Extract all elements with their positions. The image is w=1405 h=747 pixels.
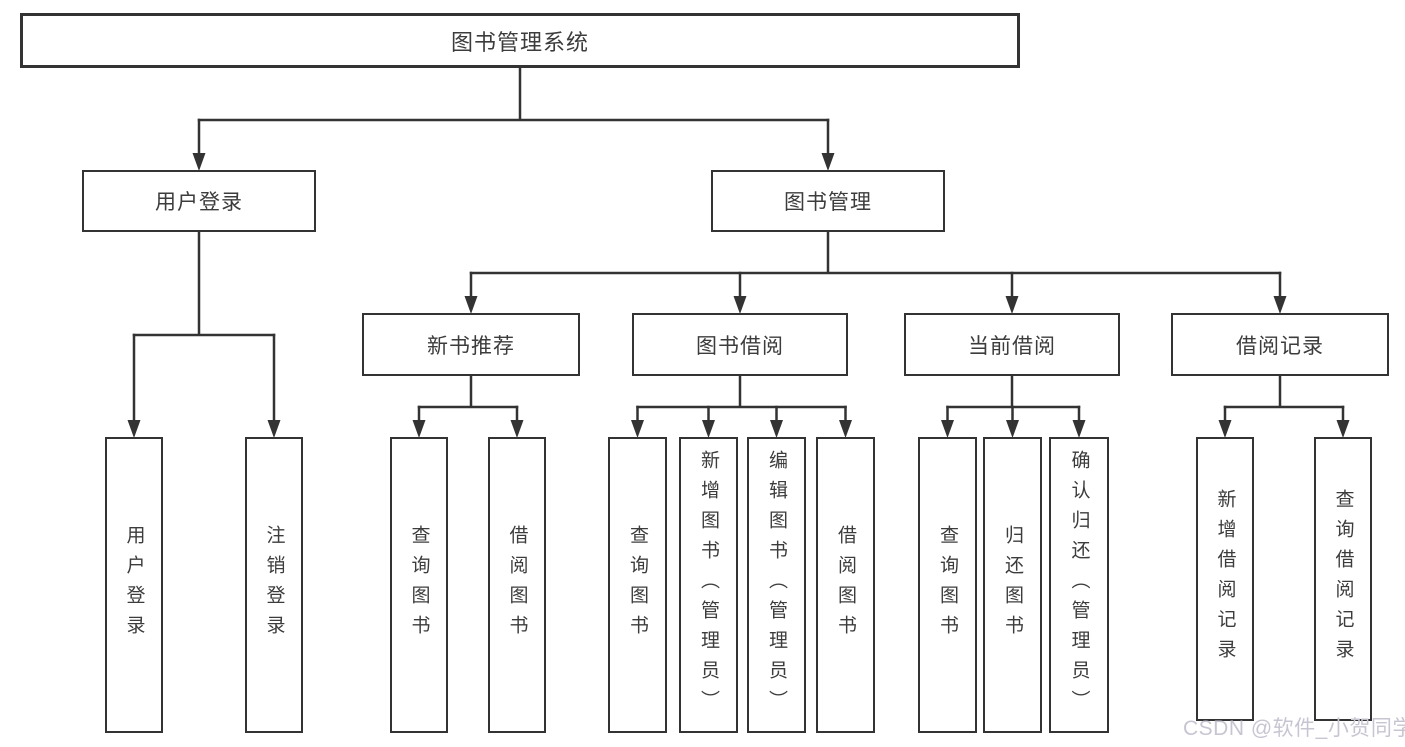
node-leaf-cb-query: 查询图书 <box>918 437 977 733</box>
node-label-leaf-br-add: 新增借阅记录 <box>1214 489 1236 669</box>
node-borrow-records: 借阅记录 <box>1171 313 1389 376</box>
node-leaf-bb-borrow: 借阅图书 <box>816 437 875 733</box>
node-label-new-book-rec: 新书推荐 <box>427 334 515 358</box>
node-leaf-bb-query: 查询图书 <box>608 437 667 733</box>
node-label-borrow-records: 借阅记录 <box>1236 334 1324 358</box>
node-leaf-nb-query: 查询图书 <box>390 437 448 733</box>
node-root: 图书管理系统 <box>20 13 1020 68</box>
node-leaf-logout: 注销登录 <box>245 437 303 733</box>
node-label-book-borrow: 图书借阅 <box>696 334 784 358</box>
node-book-borrow: 图书借阅 <box>632 313 848 376</box>
node-leaf-user-login: 用户登录 <box>105 437 163 733</box>
node-leaf-nb-borrow: 借阅图书 <box>488 437 546 733</box>
node-label-leaf-logout: 注销登录 <box>263 525 285 645</box>
node-label-leaf-cb-query: 查询图书 <box>937 525 958 645</box>
node-leaf-br-query: 查询借阅记录 <box>1314 437 1372 721</box>
node-user-login: 用户登录 <box>82 170 316 232</box>
node-current-borrow: 当前借阅 <box>904 313 1120 376</box>
node-leaf-cb-return: 归还图书 <box>983 437 1042 733</box>
node-label-leaf-cb-return: 归还图书 <box>1002 525 1023 645</box>
node-book-mgmt: 图书管理 <box>711 170 945 232</box>
node-label-user-login: 用户登录 <box>155 191 243 214</box>
node-label-leaf-br-query: 查询借阅记录 <box>1332 489 1354 669</box>
node-label-leaf-nb-query: 查询图书 <box>408 525 430 645</box>
node-label-root: 图书管理系统 <box>450 29 589 55</box>
node-leaf-bb-edit: 编辑图书（管理员） <box>747 437 806 733</box>
node-label-leaf-bb-borrow: 借阅图书 <box>835 525 856 645</box>
node-label-book-mgmt: 图书管理 <box>784 191 872 214</box>
node-label-leaf-bb-edit: 编辑图书（管理员） <box>766 450 787 720</box>
node-new-book-rec: 新书推荐 <box>362 313 580 376</box>
node-label-leaf-user-login: 用户登录 <box>123 525 145 645</box>
node-label-current-borrow: 当前借阅 <box>968 334 1056 358</box>
node-label-leaf-bb-add: 新增图书（管理员） <box>698 450 719 720</box>
node-label-leaf-bb-query: 查询图书 <box>627 525 648 645</box>
node-label-leaf-cb-confirm: 确认归还（管理员） <box>1068 450 1090 720</box>
node-leaf-cb-confirm: 确认归还（管理员） <box>1049 437 1109 733</box>
node-leaf-br-add: 新增借阅记录 <box>1196 437 1254 721</box>
csdn-watermark: CSDN @软件_小贺同学 <box>1183 717 1405 740</box>
node-leaf-bb-add: 新增图书（管理员） <box>679 437 738 733</box>
node-label-leaf-nb-borrow: 借阅图书 <box>506 525 528 645</box>
